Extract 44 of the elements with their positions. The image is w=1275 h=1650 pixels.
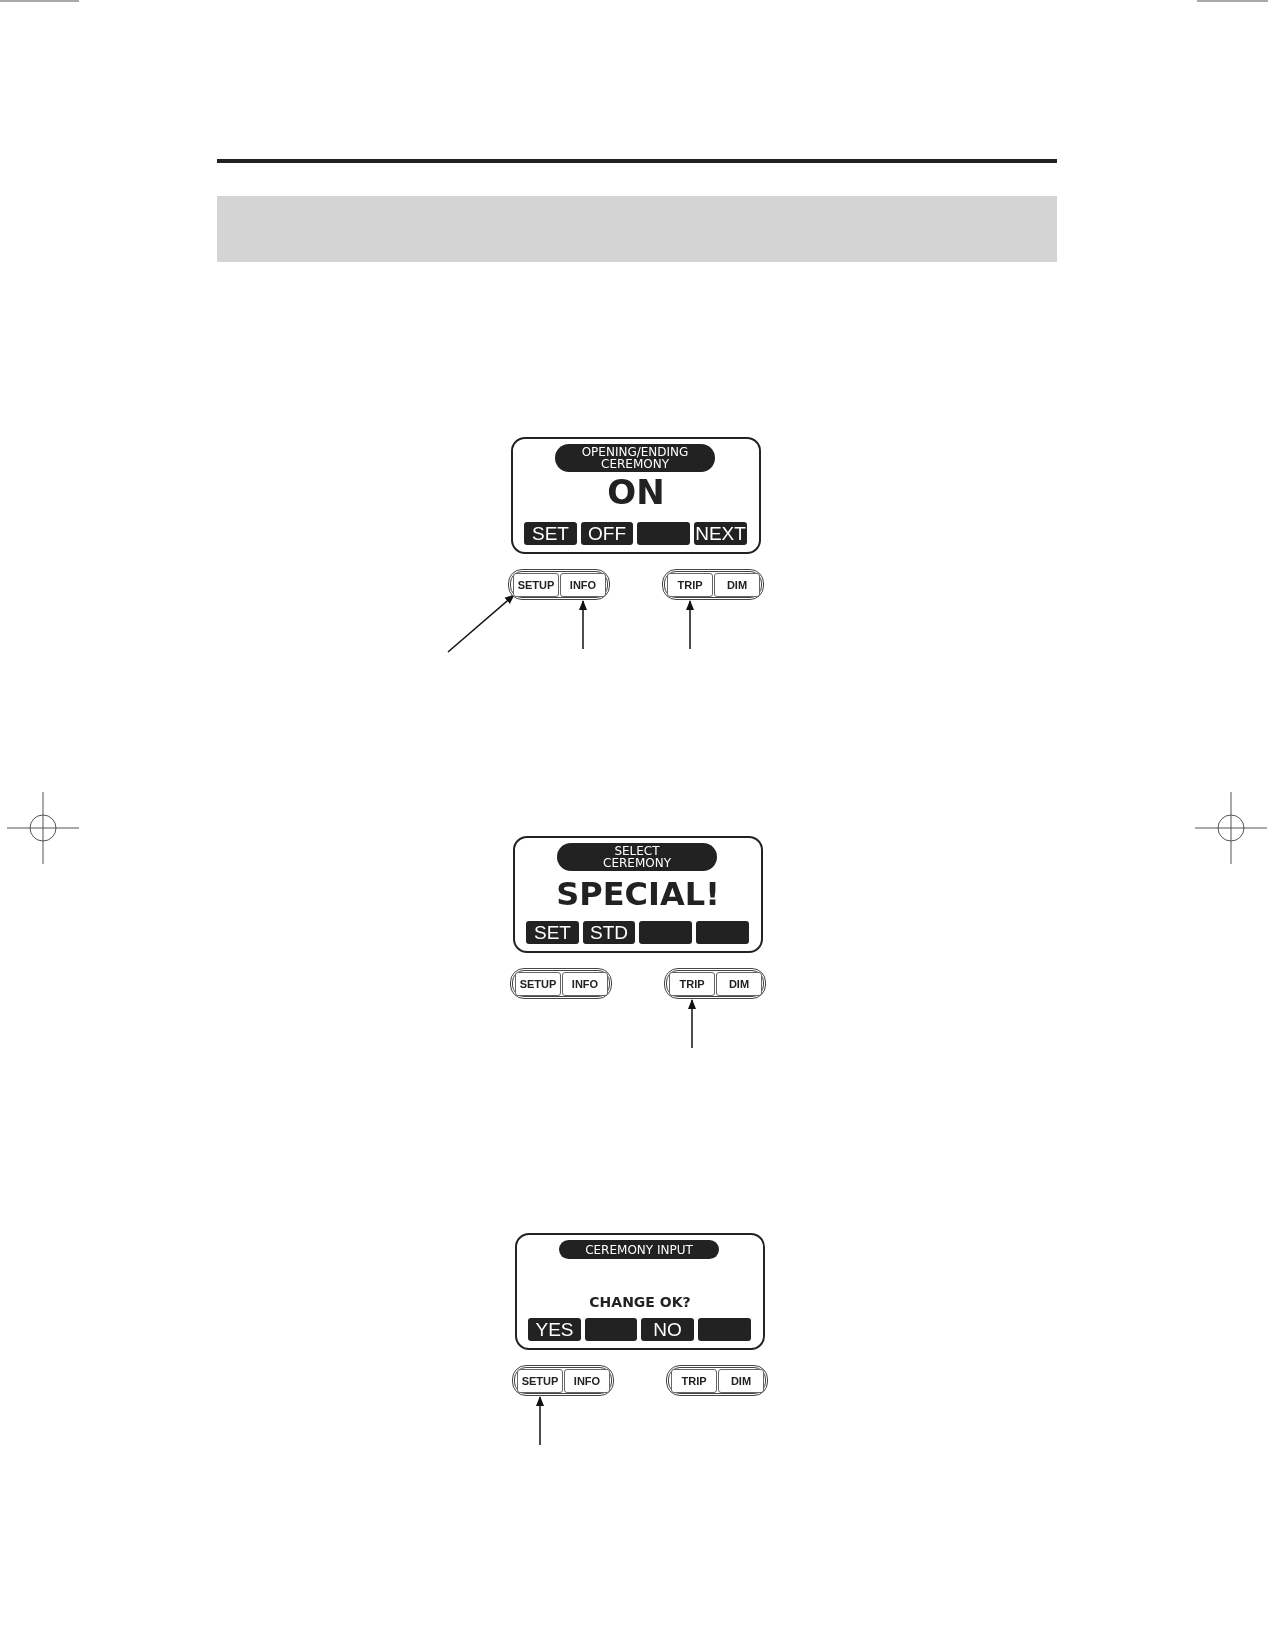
display-screen bbox=[515, 1233, 765, 1350]
button-housing bbox=[662, 569, 764, 600]
blank-softkey bbox=[639, 921, 692, 944]
button-housing bbox=[666, 1365, 768, 1396]
button-housing bbox=[512, 1365, 614, 1396]
display-screen bbox=[511, 437, 761, 554]
blank-softkey bbox=[585, 1318, 637, 1341]
blank-softkey bbox=[696, 921, 749, 944]
control-button: TRIP bbox=[671, 1369, 717, 1393]
softkey-label: YES bbox=[528, 1318, 581, 1341]
control-button: INFO bbox=[564, 1369, 610, 1393]
arrow bbox=[447, 594, 515, 653]
blank-softkey bbox=[637, 522, 690, 545]
display-text: CHANGE OK? bbox=[588, 1293, 692, 1311]
control-button: DIM bbox=[718, 1369, 764, 1393]
display-text: SPECIAL! bbox=[555, 876, 721, 912]
softkey-label: SET bbox=[526, 921, 579, 944]
softkey-label: SET bbox=[524, 522, 577, 545]
control-button: INFO bbox=[562, 972, 608, 996]
softkey-label: STD bbox=[583, 921, 635, 944]
softkey-label: OFF bbox=[581, 522, 633, 545]
display-text: ON bbox=[606, 473, 666, 511]
control-button: INFO bbox=[560, 573, 606, 597]
control-button: SETUP bbox=[513, 573, 559, 597]
button-housing bbox=[508, 569, 610, 600]
control-button: SETUP bbox=[517, 1369, 563, 1393]
button-housing bbox=[664, 968, 766, 999]
control-button: TRIP bbox=[667, 573, 713, 597]
screen-heading: CEREMONY INPUT bbox=[559, 1240, 719, 1259]
screen-heading: SELECT CEREMONY bbox=[557, 843, 717, 871]
control-button: DIM bbox=[716, 972, 762, 996]
arrow bbox=[579, 600, 587, 650]
display-screen bbox=[513, 836, 763, 953]
blank-softkey bbox=[698, 1318, 751, 1341]
screen-heading: OPENING/ENDING CEREMONY bbox=[555, 444, 715, 472]
softkey-label: NEXT bbox=[694, 522, 747, 545]
control-button: DIM bbox=[714, 573, 760, 597]
arrow bbox=[688, 999, 696, 1049]
button-housing bbox=[510, 968, 612, 999]
softkey-label: NO bbox=[641, 1318, 694, 1341]
arrow bbox=[686, 600, 694, 650]
control-button: TRIP bbox=[669, 972, 715, 996]
arrow bbox=[536, 1396, 544, 1446]
control-button: SETUP bbox=[515, 972, 561, 996]
